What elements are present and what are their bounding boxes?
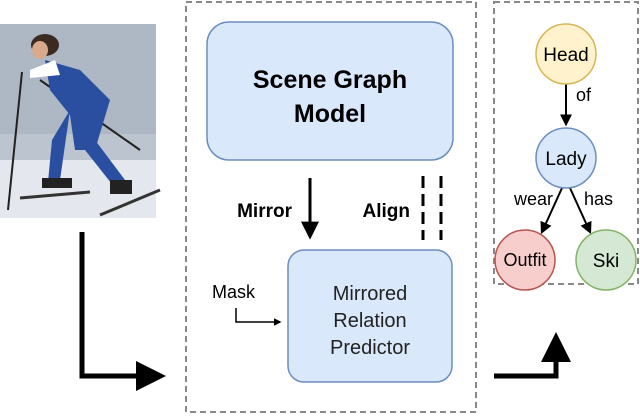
edge-label-wear: wear <box>513 189 553 209</box>
edge-label-has: has <box>584 189 613 209</box>
mask-arrow <box>235 308 282 326</box>
align-connector <box>421 176 443 240</box>
node-head: Head <box>535 23 597 85</box>
edge-label-of: of <box>576 85 592 105</box>
node-head-label: Head <box>543 45 588 66</box>
node-outfit-label: Outfit <box>503 250 546 270</box>
mirrored-relation-predictor-box: Mirrored Relation Predictor <box>287 249 453 383</box>
predictor-line1: Mirrored <box>333 283 407 305</box>
mask-label: Mask <box>212 282 256 302</box>
node-ski: Ski <box>575 229 637 291</box>
output-arrow <box>494 332 571 379</box>
edge-lady-outfit <box>540 187 563 235</box>
node-outfit: Outfit <box>494 229 556 291</box>
predictor-line3: Predictor <box>330 337 410 359</box>
node-ski-label: Ski <box>593 251 619 272</box>
scene-graph-container <box>493 1 639 285</box>
edge-lady-ski <box>569 187 592 235</box>
node-lady: Lady <box>535 127 597 189</box>
node-lady-label: Lady <box>545 149 587 170</box>
model-box-line1: Scene Graph <box>253 66 407 94</box>
skier-photo <box>0 24 161 218</box>
align-label: Align <box>363 201 411 222</box>
mirror-label: Mirror <box>237 201 293 222</box>
input-arrow <box>79 232 166 391</box>
scene-graph-model-box: Scene Graph Model <box>206 21 454 161</box>
predictor-line2: Relation <box>333 310 406 332</box>
model-container <box>185 1 477 413</box>
model-box-line2: Model <box>294 100 366 128</box>
